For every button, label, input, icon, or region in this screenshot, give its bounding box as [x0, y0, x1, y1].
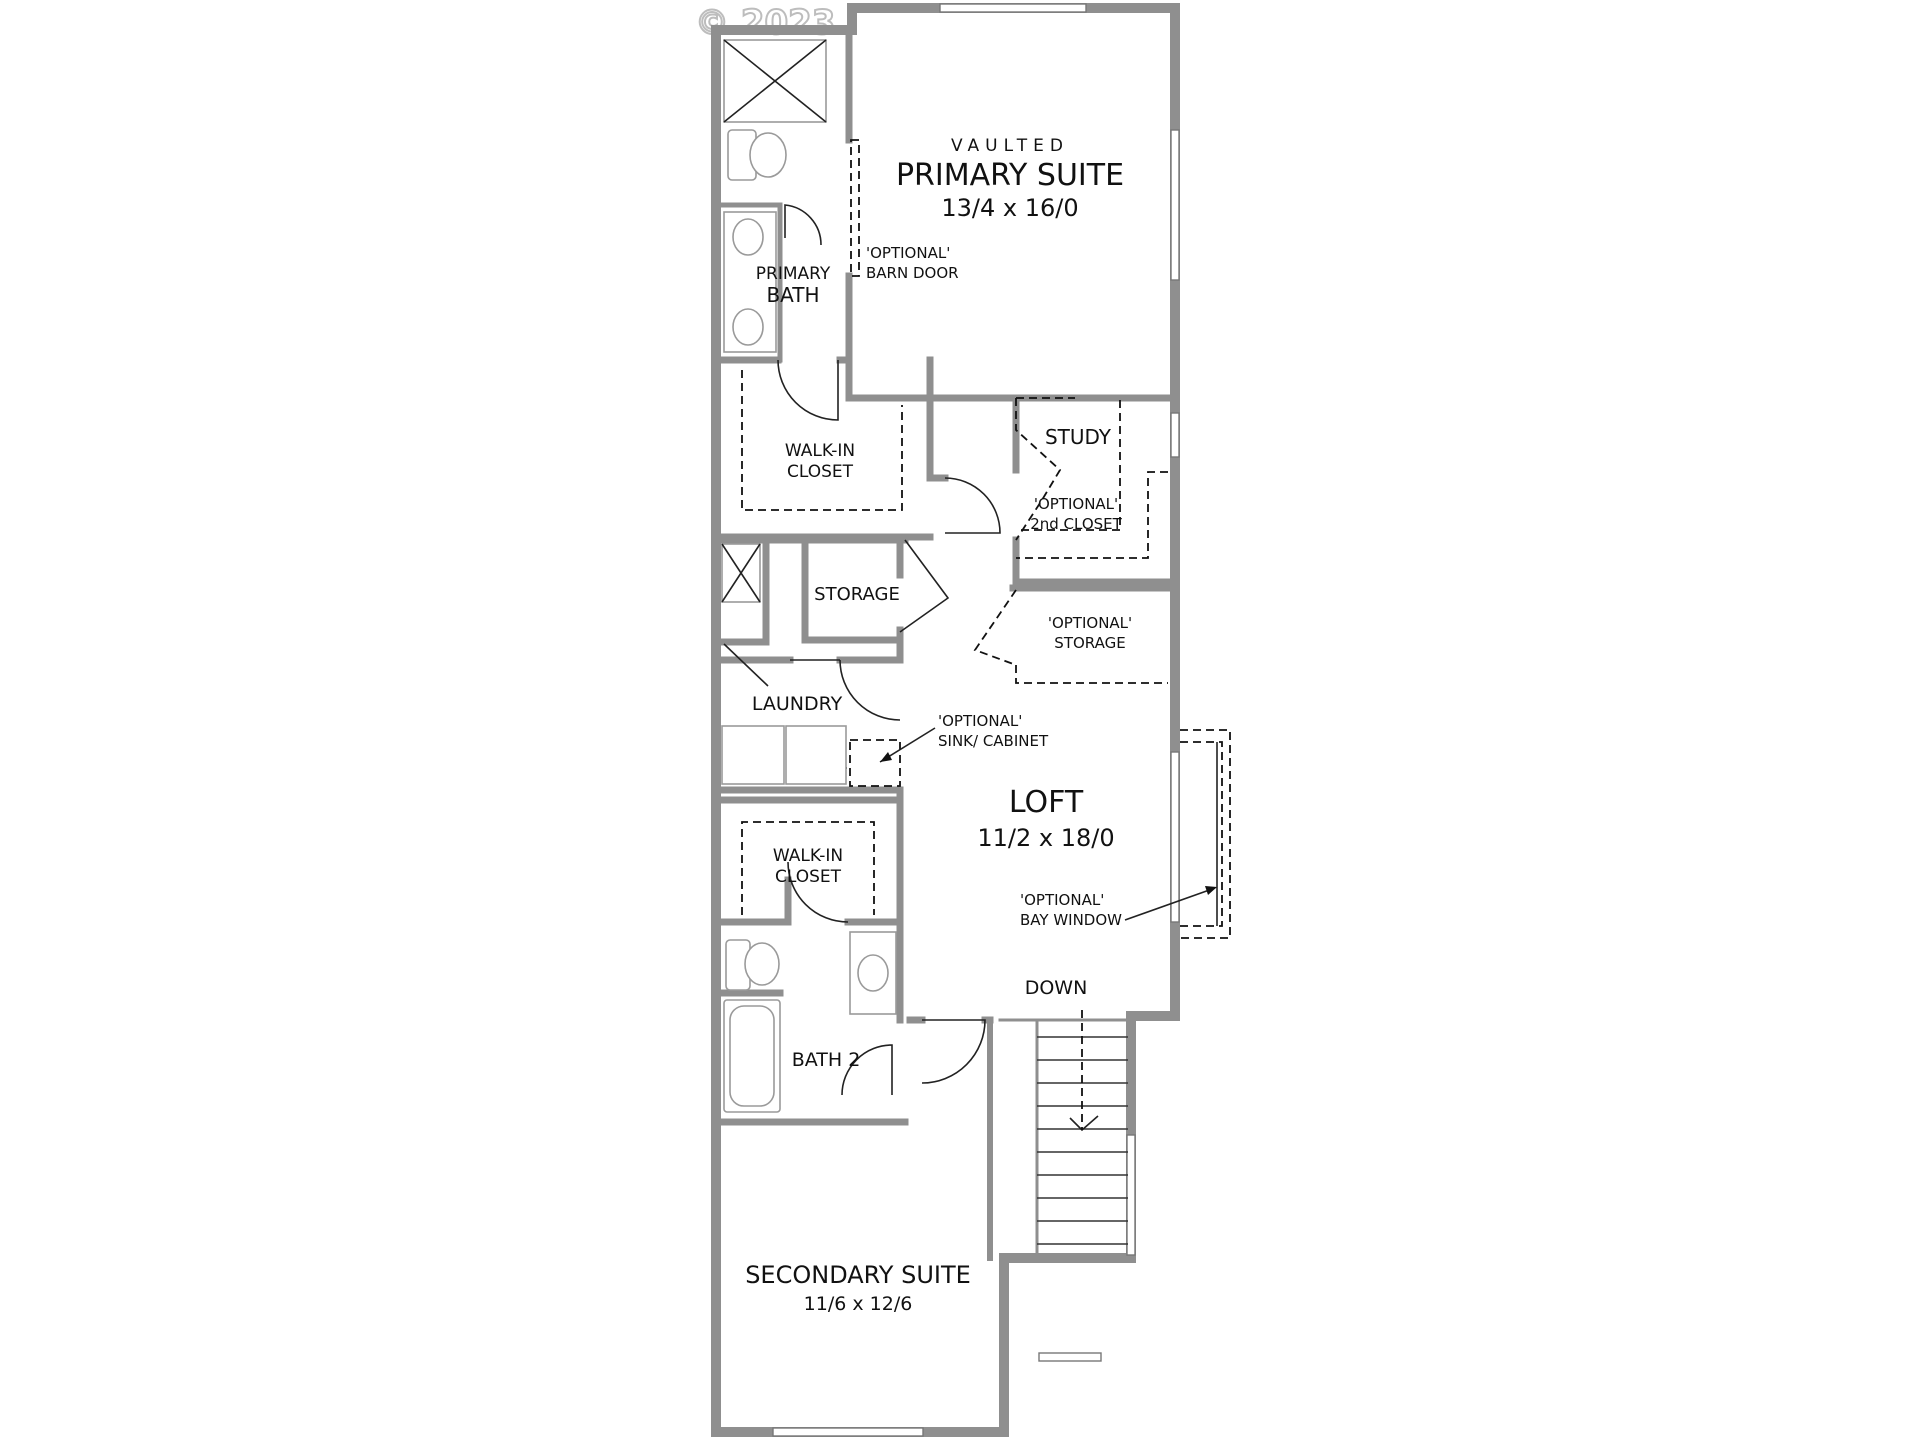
- sink-leader-arrowhead: [880, 752, 892, 762]
- stair-direction-arrow: [1069, 1115, 1099, 1132]
- label-primary-bath-2: BATH: [766, 283, 819, 307]
- label-loft-dims: 11/2 x 18/0: [977, 824, 1114, 852]
- label-bay-window-optional: 'OPTIONAL': [1020, 891, 1104, 909]
- label-second-closet-optional: 'OPTIONAL': [1034, 495, 1118, 513]
- fixtures: [721, 39, 897, 1113]
- label-walk-in-closet-2b: CLOSET: [775, 867, 842, 887]
- label-barn-door: BARN DOOR: [866, 264, 959, 282]
- bay-leader-arrowhead: [1205, 886, 1217, 895]
- label-walk-in-closet-1a: WALK-IN: [785, 441, 855, 461]
- label-bath-2: BATH 2: [792, 1049, 861, 1071]
- label-sink-cabinet: SINK/ CABINET: [938, 732, 1049, 750]
- label-bay-window: BAY WINDOW: [1020, 911, 1122, 929]
- label-optional-storage-2: STORAGE: [1054, 634, 1125, 652]
- label-primary-suite: PRIMARY SUITE: [896, 158, 1124, 193]
- label-secondary-suite-dims: 11/6 x 12/6: [804, 1293, 913, 1315]
- label-laundry: LAUNDRY: [752, 693, 843, 715]
- label-loft: LOFT: [1009, 785, 1084, 820]
- label-secondary-suite: SECONDARY SUITE: [745, 1261, 971, 1289]
- label-sink-cabinet-optional: 'OPTIONAL': [938, 712, 1022, 730]
- exterior-walls: [711, 3, 1180, 1437]
- label-vaulted: VAULTED: [951, 136, 1069, 156]
- bay-window-outline: [1180, 729, 1231, 939]
- label-second-closet: 2nd CLOSET: [1030, 515, 1122, 533]
- label-barn-door-optional: 'OPTIONAL': [866, 244, 950, 262]
- label-walk-in-closet-2a: WALK-IN: [773, 846, 843, 866]
- label-optional-storage-1: 'OPTIONAL': [1048, 614, 1132, 632]
- windows: [772, 3, 1180, 1437]
- label-study: STUDY: [1045, 425, 1112, 449]
- bay-leader-arrow: [1124, 887, 1216, 921]
- label-primary-suite-dims: 13/4 x 16/0: [941, 194, 1078, 222]
- label-primary-bath-1: PRIMARY: [756, 264, 831, 284]
- doors: [723, 204, 1075, 1096]
- interior-walls: [716, 26, 1176, 1261]
- label-walk-in-closet-1b: CLOSET: [787, 462, 854, 482]
- label-storage: STORAGE: [814, 584, 900, 605]
- label-down: DOWN: [1025, 977, 1088, 999]
